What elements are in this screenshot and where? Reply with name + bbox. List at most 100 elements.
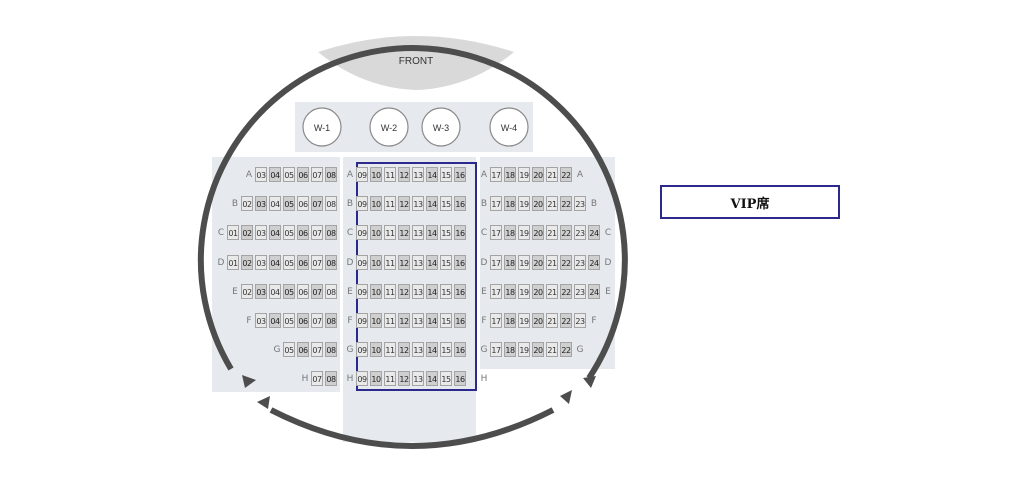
seat[interactable]: 24 [588, 284, 600, 299]
seat[interactable]: 12 [398, 284, 410, 299]
seat[interactable]: 05 [283, 225, 295, 240]
seat[interactable]: 15 [440, 371, 452, 386]
seat[interactable]: 12 [398, 167, 410, 182]
seat[interactable]: 10 [370, 225, 382, 240]
seat[interactable]: 16 [454, 167, 466, 182]
seat[interactable]: 20 [532, 196, 544, 211]
seat[interactable]: 03 [255, 225, 267, 240]
seat[interactable]: 10 [370, 196, 382, 211]
seat[interactable]: 12 [398, 371, 410, 386]
seat[interactable]: 10 [370, 371, 382, 386]
seat[interactable]: 01 [227, 225, 239, 240]
seat[interactable]: 09 [356, 313, 368, 328]
seat[interactable]: 23 [574, 313, 586, 328]
seat[interactable]: 15 [440, 342, 452, 357]
seat[interactable]: 20 [532, 342, 544, 357]
seat[interactable]: 06 [297, 167, 309, 182]
seat[interactable]: 02 [241, 284, 253, 299]
seat[interactable]: 13 [412, 371, 424, 386]
seat[interactable]: 17 [490, 167, 502, 182]
seat[interactable]: 16 [454, 371, 466, 386]
seat[interactable]: 17 [490, 255, 502, 270]
seat[interactable]: 09 [356, 167, 368, 182]
seat[interactable]: 11 [384, 342, 396, 357]
seat[interactable]: 05 [283, 284, 295, 299]
seat[interactable]: 05 [283, 196, 295, 211]
seat[interactable]: 17 [490, 225, 502, 240]
seat[interactable]: 17 [490, 284, 502, 299]
seat[interactable]: 02 [241, 255, 253, 270]
seat[interactable]: 08 [325, 167, 337, 182]
seat[interactable]: 09 [356, 196, 368, 211]
seat[interactable]: 03 [255, 167, 267, 182]
seat[interactable]: 21 [546, 196, 558, 211]
seat[interactable]: 22 [560, 342, 572, 357]
seat[interactable]: 23 [574, 255, 586, 270]
seat[interactable]: 16 [454, 313, 466, 328]
seat[interactable]: 06 [297, 255, 309, 270]
seat[interactable]: 24 [588, 225, 600, 240]
seat[interactable]: 06 [297, 342, 309, 357]
seat[interactable]: 10 [370, 342, 382, 357]
seat[interactable]: 22 [560, 225, 572, 240]
seat[interactable]: 22 [560, 313, 572, 328]
seat[interactable]: 19 [518, 225, 530, 240]
seat[interactable]: 21 [546, 255, 558, 270]
seat[interactable]: 12 [398, 342, 410, 357]
seat[interactable]: 18 [504, 284, 516, 299]
seat[interactable]: 05 [283, 342, 295, 357]
seat[interactable]: 23 [574, 225, 586, 240]
seat[interactable]: 05 [283, 167, 295, 182]
seat[interactable]: 15 [440, 167, 452, 182]
seat[interactable]: 14 [426, 225, 438, 240]
seat[interactable]: 11 [384, 371, 396, 386]
seat[interactable]: 18 [504, 167, 516, 182]
seat[interactable]: 09 [356, 255, 368, 270]
seat[interactable]: 02 [241, 196, 253, 211]
seat[interactable]: 08 [325, 225, 337, 240]
seat[interactable]: 03 [255, 255, 267, 270]
seat[interactable]: 17 [490, 313, 502, 328]
seat[interactable]: 07 [311, 371, 323, 386]
seat[interactable]: 21 [546, 313, 558, 328]
seat[interactable]: 12 [398, 196, 410, 211]
seat[interactable]: 15 [440, 255, 452, 270]
seat[interactable]: 14 [426, 342, 438, 357]
seat[interactable]: 21 [546, 284, 558, 299]
seat[interactable]: 19 [518, 284, 530, 299]
seat[interactable]: 17 [490, 342, 502, 357]
seat[interactable]: 04 [269, 167, 281, 182]
seat[interactable]: 18 [504, 255, 516, 270]
seat[interactable]: 20 [532, 225, 544, 240]
seat[interactable]: 19 [518, 167, 530, 182]
seat[interactable]: 11 [384, 167, 396, 182]
wheelchair-seat-3[interactable] [421, 107, 461, 147]
seat[interactable]: 09 [356, 225, 368, 240]
seat[interactable]: 16 [454, 225, 466, 240]
seat[interactable]: 12 [398, 225, 410, 240]
seat[interactable]: 12 [398, 313, 410, 328]
wheelchair-seat-4[interactable] [489, 107, 529, 147]
seat[interactable]: 07 [311, 225, 323, 240]
seat[interactable]: 15 [440, 225, 452, 240]
seat[interactable]: 18 [504, 313, 516, 328]
seat[interactable]: 11 [384, 196, 396, 211]
seat[interactable]: 04 [269, 225, 281, 240]
seat[interactable]: 07 [311, 167, 323, 182]
seat[interactable]: 13 [412, 255, 424, 270]
seat[interactable]: 19 [518, 313, 530, 328]
seat[interactable]: 11 [384, 255, 396, 270]
seat[interactable]: 04 [269, 255, 281, 270]
seat[interactable]: 13 [412, 284, 424, 299]
seat[interactable]: 09 [356, 284, 368, 299]
seat[interactable]: 09 [356, 371, 368, 386]
seat[interactable]: 10 [370, 167, 382, 182]
seat[interactable]: 18 [504, 196, 516, 211]
seat[interactable]: 07 [311, 342, 323, 357]
seat[interactable]: 19 [518, 196, 530, 211]
seat[interactable]: 21 [546, 167, 558, 182]
seat[interactable]: 07 [311, 284, 323, 299]
seat[interactable]: 14 [426, 284, 438, 299]
seat[interactable]: 14 [426, 196, 438, 211]
seat[interactable]: 03 [255, 284, 267, 299]
